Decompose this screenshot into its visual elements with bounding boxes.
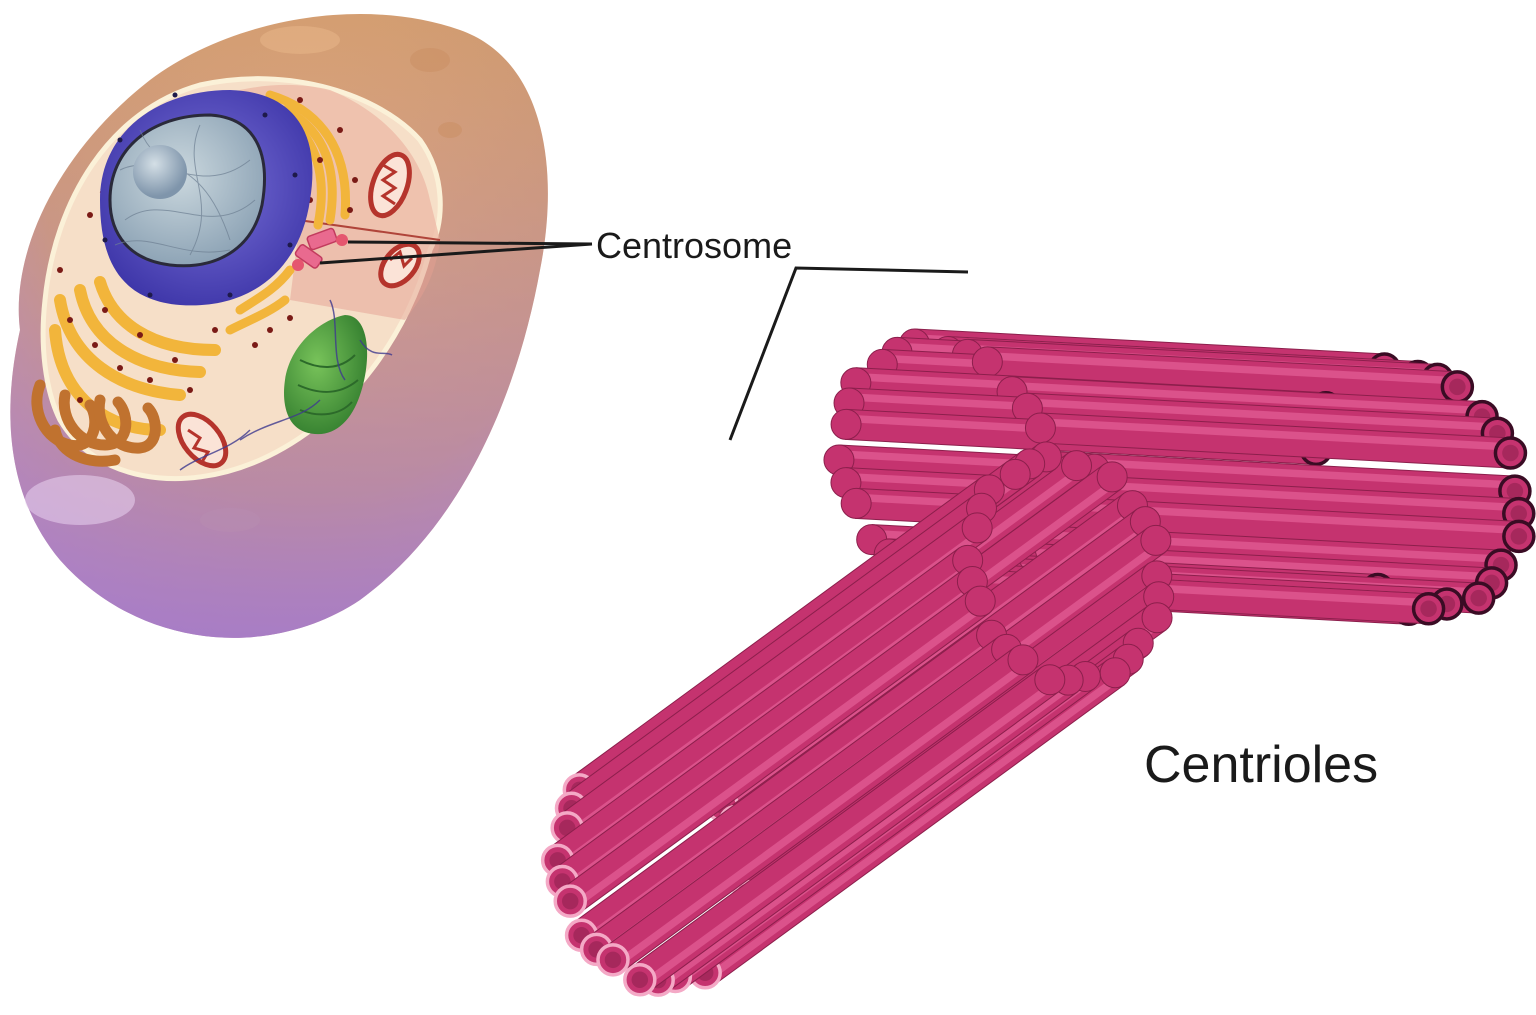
- microtubule: [623, 664, 1066, 997]
- microtubule: [971, 346, 1475, 404]
- animal-cell-cutaway-icon: [10, 14, 548, 638]
- centrioles-label: Centrioles: [1144, 736, 1378, 794]
- centrosome-leader-lines: [319, 240, 593, 265]
- centriole-front-icon: [540, 441, 1175, 997]
- chloroplast-icon: [284, 315, 368, 435]
- mitochondrion-icon: [368, 151, 412, 219]
- centrioles-bracket-line: [728, 266, 969, 441]
- microtubule: [553, 585, 996, 918]
- centriole-back-icon: [823, 328, 1536, 627]
- mitochondrion-icon: [378, 241, 422, 289]
- rough-er-icon: [31, 379, 161, 467]
- microtubule: [596, 644, 1039, 977]
- centrosome-label: Centrosome: [596, 225, 792, 266]
- nucleus-icon: [100, 90, 313, 306]
- nucleolus-icon: [133, 145, 187, 199]
- microtubule: [1024, 412, 1528, 470]
- centrosome-icon: [292, 227, 348, 271]
- cell-highlight: [25, 475, 135, 525]
